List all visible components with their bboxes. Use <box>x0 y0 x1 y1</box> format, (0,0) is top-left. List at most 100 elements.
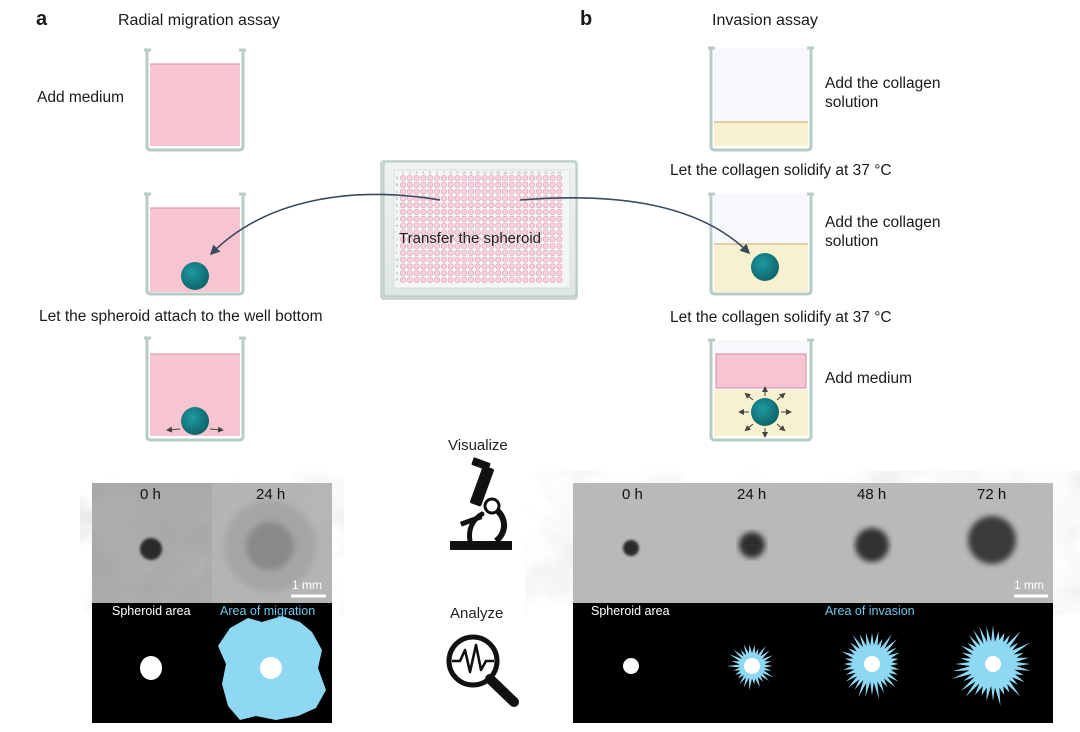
plate-well <box>542 236 549 243</box>
plate-well <box>406 270 413 277</box>
plate-well <box>447 188 454 195</box>
panel-b-title: Invasion assay <box>712 12 818 29</box>
plate-well <box>461 277 468 283</box>
plate-well <box>529 215 536 222</box>
plate-well <box>400 215 406 222</box>
plate-well <box>474 256 481 263</box>
plate-well <box>515 249 522 256</box>
plate-well <box>434 270 440 277</box>
plate-well <box>474 195 481 202</box>
microscope-icon <box>450 457 512 550</box>
add-collagen-label-1: Add the collagen solution <box>825 75 941 111</box>
well-b2 <box>708 192 814 296</box>
spheroid-area-label-a: Spheroid area <box>112 604 191 618</box>
migration-segmentation-0h <box>92 603 212 723</box>
plate-well <box>508 229 515 236</box>
plate-well <box>549 188 556 195</box>
plate-well <box>536 181 542 188</box>
plate-well <box>542 243 549 249</box>
plate-well <box>447 236 454 243</box>
plate-well <box>440 229 447 236</box>
plate-well <box>536 209 542 215</box>
plate-well <box>522 243 529 249</box>
plate-well <box>549 277 556 283</box>
plate-col-label: 7 <box>443 171 445 175</box>
plate-well <box>481 236 488 243</box>
plate-well <box>427 256 434 263</box>
plate-well <box>522 263 529 270</box>
plate-well <box>481 175 488 181</box>
plate-well <box>440 249 447 256</box>
plate-well <box>447 249 454 256</box>
plate-col-label: 5 <box>429 171 431 175</box>
plate-well <box>488 249 495 256</box>
plate-well <box>454 236 461 243</box>
plate-well <box>474 209 481 215</box>
time-label-24h-b: 24 h <box>737 486 767 503</box>
plate-well <box>508 181 515 188</box>
plate-well <box>461 249 468 256</box>
plate-well <box>447 181 454 188</box>
plate-row-label: L <box>396 251 398 255</box>
plate-row-label: F <box>396 210 398 214</box>
plate-well <box>406 209 413 215</box>
plate-well <box>495 229 502 236</box>
plate-well <box>468 209 474 215</box>
plate-row-label: E <box>396 203 399 207</box>
plate-well <box>406 277 413 283</box>
plate-well <box>420 188 427 195</box>
plate-well <box>400 243 406 249</box>
plate-well <box>440 215 447 222</box>
invasion-brightfield-strip <box>573 483 1053 603</box>
plate-well <box>481 277 488 283</box>
plate-well <box>488 236 495 243</box>
plate-well <box>542 181 549 188</box>
plate-well <box>556 236 563 243</box>
plate-well <box>406 175 413 181</box>
plate-well <box>454 277 461 283</box>
plate-well <box>413 209 420 215</box>
plate-well <box>515 195 522 202</box>
plate-well <box>536 243 542 249</box>
plate-well <box>488 229 495 236</box>
plate-col-label: 1 <box>402 171 404 175</box>
plate-well <box>481 249 488 256</box>
plate-well <box>468 229 474 236</box>
plate-well <box>447 229 454 236</box>
plate-well <box>474 270 481 277</box>
plate-well <box>420 249 427 256</box>
plate-col-label: 16 <box>503 171 507 175</box>
plate-col-label: 15 <box>496 171 500 175</box>
plate-col-label: 6 <box>436 171 438 175</box>
plate-well <box>536 263 542 270</box>
plate-well <box>447 263 454 270</box>
plate-well <box>508 243 515 249</box>
plate-well <box>400 222 406 229</box>
plate-well <box>474 202 481 209</box>
plate-well <box>400 188 406 195</box>
plate-well <box>529 236 536 243</box>
plate-well <box>406 263 413 270</box>
plate-well <box>440 188 447 195</box>
plate-col-label: 10 <box>462 171 466 175</box>
plate-well <box>542 256 549 263</box>
plate-well <box>400 277 406 283</box>
well-b1 <box>708 46 814 152</box>
invasion-area-label: Area of invasion <box>825 604 915 618</box>
plate-well <box>488 263 495 270</box>
plate-well <box>454 195 461 202</box>
add-medium-label-b: Add medium <box>825 370 913 387</box>
plate-well <box>502 181 508 188</box>
plate-row-label: G <box>396 217 399 221</box>
time-label-0h-a: 0 h <box>140 486 161 503</box>
plate-well <box>508 195 515 202</box>
plate-well <box>420 215 427 222</box>
plate-well <box>468 236 474 243</box>
plate-well <box>536 236 542 243</box>
plate-well <box>440 209 447 215</box>
plate-well <box>447 215 454 222</box>
plate-well <box>481 195 488 202</box>
plate-well <box>529 222 536 229</box>
plate-well <box>515 236 522 243</box>
plate-well <box>515 263 522 270</box>
